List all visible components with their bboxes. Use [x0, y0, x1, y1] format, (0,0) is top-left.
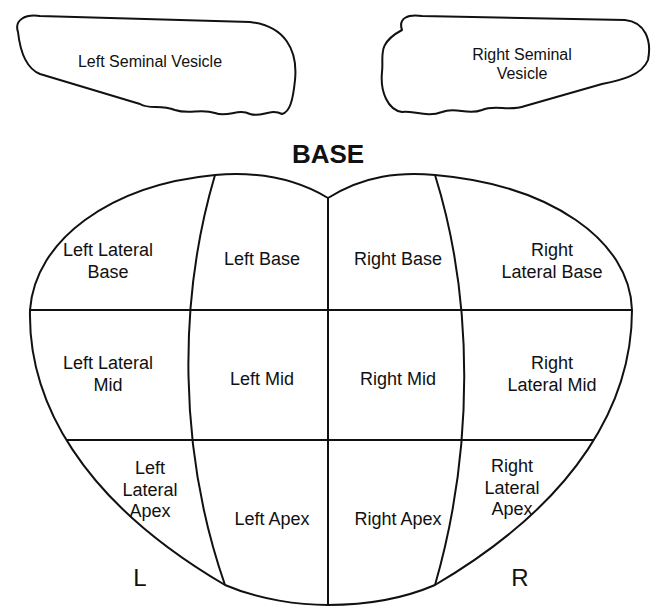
biopsy-zone: Left Apex	[230, 507, 313, 533]
zone-label: Left Apex	[234, 509, 309, 531]
zone-label: Right Lateral Apex	[476, 456, 548, 521]
zone-label: Right Base	[354, 249, 442, 271]
biopsy-zone: Right Lateral Mid	[497, 351, 607, 398]
zone-divider	[0, 439, 662, 441]
prostate-outline	[30, 174, 632, 605]
seminal-vesicle-region: Right Seminal Vesicle	[452, 43, 592, 85]
zone-label: Right Lateral Base	[501, 240, 603, 283]
seminal-vesicle-outline	[17, 16, 295, 115]
zone-label: Right Mid	[360, 369, 436, 391]
side-marker: R	[511, 564, 528, 592]
side-marker: L	[133, 564, 146, 592]
zone-label: Left Base	[224, 249, 300, 271]
orientation-heading: BASE	[292, 139, 364, 170]
biopsy-zone: Left Lateral Mid	[52, 351, 164, 398]
seminal-vesicle-region: Left Seminal Vesicle	[74, 50, 226, 73]
zone-divider	[0, 309, 662, 311]
biopsy-zone: Right Lateral Base	[497, 238, 607, 285]
zone-label: Right Apex	[354, 509, 441, 531]
zone-divider	[327, 150, 329, 609]
zone-label: Right Lateral Mid	[501, 353, 603, 396]
zone-label: Left Lateral Apex	[114, 458, 186, 523]
biopsy-zone: Right Base	[350, 247, 446, 273]
biopsy-zone: Right Lateral Apex	[472, 454, 552, 523]
biopsy-zone: Right Mid	[356, 367, 440, 393]
biopsy-zone: Right Apex	[350, 507, 445, 533]
biopsy-zone: Left Mid	[226, 367, 298, 393]
zone-label: Right Seminal Vesicle	[456, 45, 588, 83]
zone-label: Left Lateral Base	[60, 240, 156, 283]
biopsy-zone: Left Base	[220, 247, 304, 273]
seminal-vesicle-outline	[382, 16, 649, 115]
zone-divider	[188, 175, 225, 585]
biopsy-zone: Left Lateral Apex	[110, 456, 190, 525]
zone-label: Left Lateral Mid	[56, 353, 160, 396]
zone-label: Left Mid	[230, 369, 294, 391]
zone-label: Left Seminal Vesicle	[78, 52, 222, 71]
biopsy-zone: Left Lateral Base	[56, 238, 160, 285]
